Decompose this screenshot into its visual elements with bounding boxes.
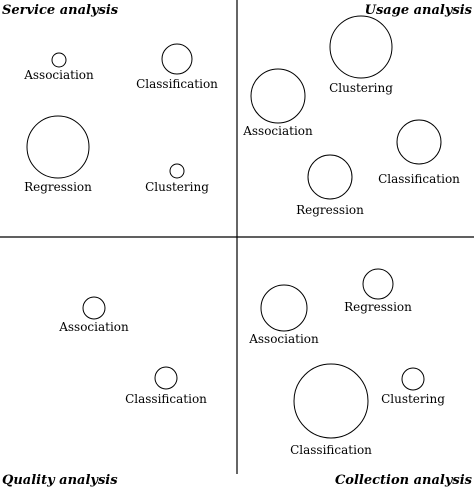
bubble-label: Classification — [378, 172, 460, 186]
bubble-collection-clustering: Clustering — [381, 367, 445, 406]
quadrant-quality: Quality analysis Association Classificat… — [2, 296, 207, 488]
quadrant-service: Service analysis Association Classificat… — [2, 3, 218, 194]
bubble-circle — [154, 366, 178, 390]
bubble-quality-association: Association — [58, 296, 129, 334]
bubble-quality-classification: Classification — [125, 366, 207, 406]
bubble-circle — [396, 119, 442, 165]
bubble-circle — [161, 43, 193, 75]
bubble-service-regression: Regression — [24, 115, 92, 194]
bubble-circle — [293, 363, 369, 439]
bubble-label: Regression — [344, 300, 412, 314]
bubble-label: Regression — [24, 180, 92, 194]
quadrant-title-quality: Quality analysis — [2, 473, 118, 488]
bubble-label: Association — [58, 320, 129, 334]
bubble-label: Association — [248, 332, 319, 346]
quadrant-usage: Usage analysis Clustering Association Cl… — [242, 3, 472, 217]
bubble-service-association: Association — [23, 52, 94, 82]
bubble-circle — [26, 115, 90, 179]
bubble-usage-clustering: Clustering — [329, 15, 393, 95]
bubble-service-clustering: Clustering — [145, 163, 209, 194]
bubble-circle — [362, 268, 394, 300]
bubble-label: Clustering — [381, 392, 445, 406]
bubble-label: Association — [23, 68, 94, 82]
bubble-circle — [82, 296, 106, 320]
bubble-label: Regression — [296, 203, 364, 217]
bubble-label: Classification — [290, 443, 372, 457]
quadrant-title-collection: Collection analysis — [335, 473, 473, 488]
bubble-service-classification: Classification — [136, 43, 218, 91]
quadrant-collection: Collection analysis Regression Associati… — [248, 268, 473, 488]
bubble-circle — [169, 163, 185, 179]
bubble-circle — [51, 52, 67, 68]
bubble-circle — [401, 367, 425, 391]
bubble-circle — [329, 15, 393, 79]
bubble-label: Classification — [136, 77, 218, 91]
quadrant-title-service: Service analysis — [2, 3, 119, 18]
bubble-label: Clustering — [329, 81, 393, 95]
bubble-usage-regression: Regression — [296, 154, 364, 217]
quadrant-title-usage: Usage analysis — [365, 3, 473, 18]
bubble-collection-classification: Classification — [290, 363, 372, 457]
bubble-circle — [307, 154, 353, 200]
bubble-label: Association — [242, 124, 313, 138]
bubble-collection-regression: Regression — [344, 268, 412, 314]
bubble-label: Clustering — [145, 180, 209, 194]
bubble-collection-association: Association — [248, 284, 319, 346]
bubble-label: Classification — [125, 392, 207, 406]
bubble-usage-association: Association — [242, 68, 313, 138]
bubble-usage-classification: Classification — [378, 119, 460, 186]
bubble-circle — [250, 68, 306, 124]
bubble-circle — [260, 284, 308, 332]
